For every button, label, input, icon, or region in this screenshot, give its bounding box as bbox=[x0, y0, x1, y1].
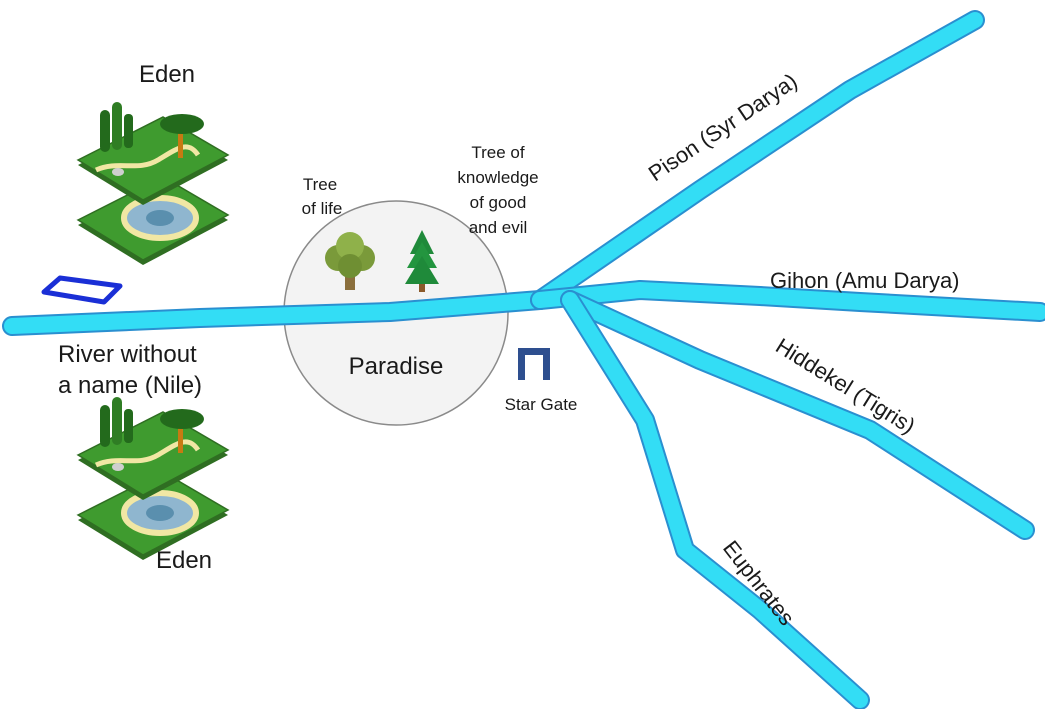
tree-knowledge-label-line3: of good bbox=[470, 193, 527, 212]
star-gate-label: Star Gate bbox=[505, 395, 578, 414]
paradise-label: Paradise bbox=[349, 353, 444, 380]
eden-top-label: Eden bbox=[139, 61, 195, 88]
tree-knowledge-label-line2: knowledge bbox=[457, 168, 538, 187]
garden-icon bbox=[78, 397, 228, 560]
gihon-label: Gihon (Amu Darya) bbox=[770, 268, 960, 293]
garden-icon bbox=[78, 102, 228, 265]
tree-knowledge-label-line4: and evil bbox=[469, 218, 528, 237]
river-nile-label-line1: River without bbox=[58, 341, 197, 368]
tree-of-life-label-line2: of life bbox=[302, 199, 343, 218]
eden-bottom-label: Eden bbox=[156, 547, 212, 574]
arrow-right-icon bbox=[41, 275, 123, 305]
gate-icon bbox=[518, 348, 550, 380]
tree-knowledge-label-line1: Tree of bbox=[471, 143, 525, 162]
river-network bbox=[2, 10, 1045, 709]
river-nile-label-line2: a name (Nile) bbox=[58, 372, 202, 399]
tree-of-life-label-line1: Tree bbox=[303, 175, 337, 194]
